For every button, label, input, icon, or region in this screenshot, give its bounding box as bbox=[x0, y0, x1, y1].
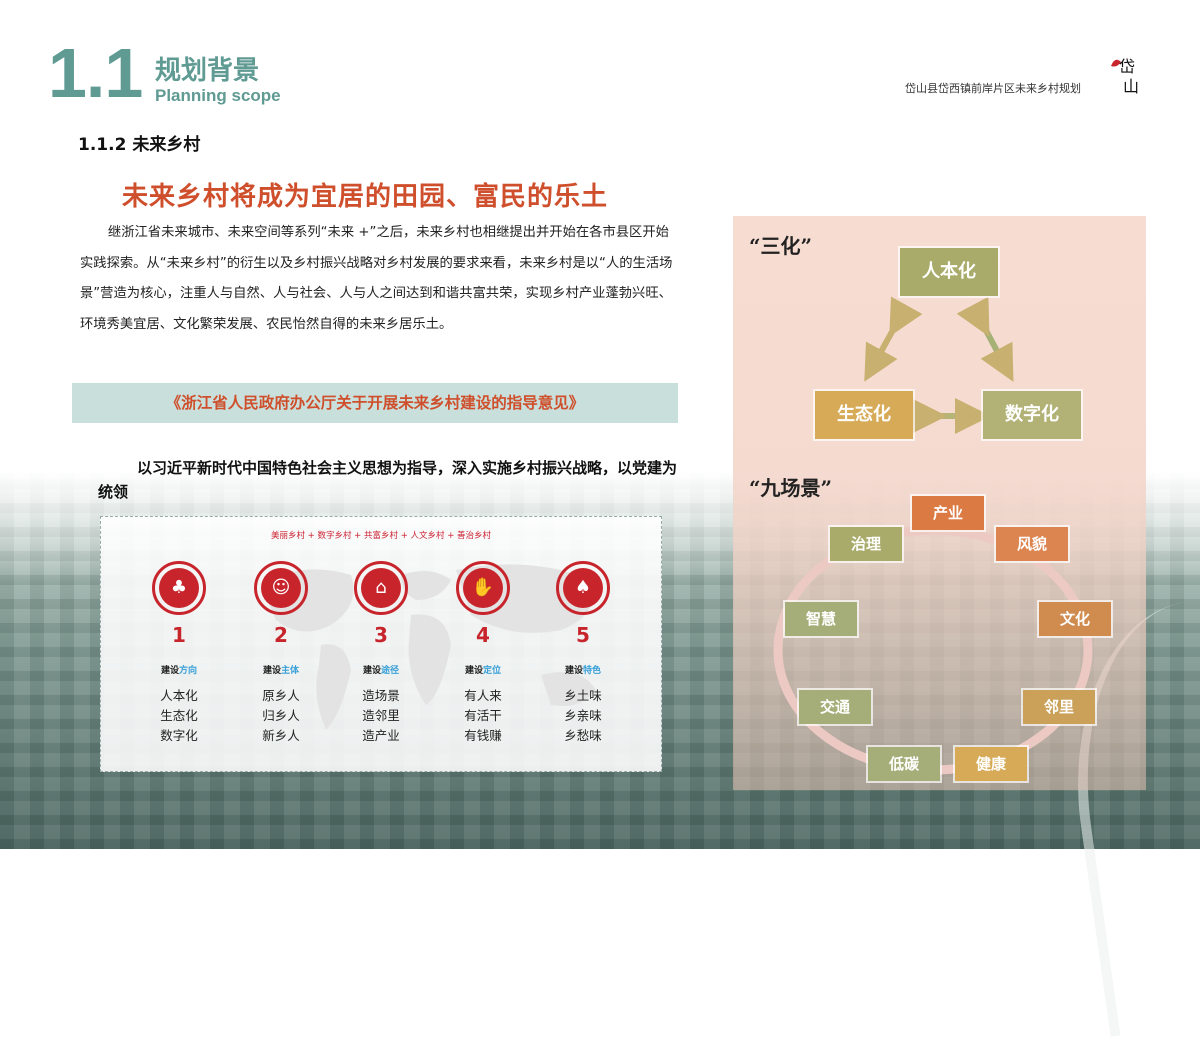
item-list: 原乡人 归乡人 新乡人 bbox=[262, 688, 300, 743]
section-subtitle: Planning scope bbox=[155, 86, 281, 105]
home-icon: ⌂ bbox=[354, 561, 408, 615]
section-number: 1.1 bbox=[48, 34, 143, 112]
item-list: 造场景 造邻里 造产业 bbox=[362, 688, 400, 743]
document-banner: 《浙江省人民政府办公厅关于开展未来乡村建设的指导意见》 bbox=[72, 383, 678, 423]
infographic-item-4: ✋ 4 建设定位 有人来 有活干 有钱赚 bbox=[433, 561, 533, 746]
svg-text:岱: 岱 bbox=[1119, 57, 1135, 76]
infographic-item-1: ♣ 1 建设方向 人本化 生态化 数字化 bbox=[129, 561, 229, 746]
scene-neighborhood: 邻里 bbox=[1023, 690, 1095, 724]
scene-industry: 产业 bbox=[912, 496, 984, 530]
box-people-oriented: 人本化 bbox=[900, 248, 998, 296]
scene-health: 健康 bbox=[955, 747, 1027, 781]
daishan-logo: 岱 山 bbox=[1111, 57, 1139, 96]
item-number: 2 bbox=[274, 623, 288, 647]
subsection-heading: 1.1.2 未来乡村 bbox=[78, 135, 201, 155]
scene-smart: 智慧 bbox=[785, 602, 857, 636]
guide-text: 以习近平新时代中国特色社会主义思想为指导，深入实施乡村振兴战略，以党建为统领 bbox=[98, 459, 678, 501]
item-build-label: 建设途径 bbox=[362, 666, 400, 676]
section-title: 规划背景 bbox=[155, 56, 260, 86]
item-number: 1 bbox=[172, 623, 186, 647]
item-number: 4 bbox=[476, 623, 490, 647]
construction-infographic: 美丽乡村 + 数字乡村 + 共富乡村 + 人文乡村 + 善治乡村 ♣ 1 建设方… bbox=[100, 516, 662, 772]
project-title: 岱山县岱西镇前岸片区未来乡村规划 bbox=[905, 82, 1081, 95]
community-icon: ♣ bbox=[152, 561, 206, 615]
scene-governance: 治理 bbox=[830, 527, 902, 561]
nine-label: “九场景” bbox=[749, 476, 833, 500]
five-villages-tagline: 美丽乡村 + 数字乡村 + 共富乡村 + 人文乡村 + 善治乡村 bbox=[270, 531, 492, 541]
scene-landscape: 风貌 bbox=[996, 527, 1068, 561]
scene-low-carbon: 低碳 bbox=[868, 747, 940, 781]
item-build-label: 建设方向 bbox=[160, 666, 198, 676]
item-build-label: 建设定位 bbox=[464, 666, 502, 676]
body-paragraph: 继浙江省未来城市、未来空间等系列“未来 +”之后，未来乡村也相继提出并开始在各市… bbox=[80, 225, 673, 332]
three-nine-panel: “三化” 人本化 生态化 数字化 “九场景” 产业 风貌 文化 邻里 健康 低碳… bbox=[733, 216, 1146, 790]
item-list: 有人来 有活干 有钱赚 bbox=[464, 688, 502, 743]
svg-text:山: 山 bbox=[1123, 77, 1139, 96]
item-list: 人本化 生态化 数字化 bbox=[160, 688, 198, 743]
infographic-item-3: ⌂ 3 建设途径 造场景 造邻里 造产业 bbox=[331, 561, 431, 746]
three-label: “三化” bbox=[749, 234, 813, 258]
item-number: 5 bbox=[576, 623, 590, 647]
scene-transport: 交通 bbox=[799, 690, 871, 724]
tree-icon: ♠ bbox=[556, 561, 610, 615]
item-build-label: 建设主体 bbox=[262, 666, 300, 676]
people-icon: ☺ bbox=[254, 561, 308, 615]
box-ecological: 生态化 bbox=[815, 391, 913, 439]
item-build-label: 建设特色 bbox=[564, 666, 602, 676]
item-number: 3 bbox=[374, 623, 388, 647]
infographic-item-5: ♠ 5 建设特色 乡土味 乡亲味 乡愁味 bbox=[533, 561, 633, 746]
item-list: 乡土味 乡亲味 乡愁味 bbox=[564, 688, 602, 743]
box-digital: 数字化 bbox=[983, 391, 1081, 439]
handshake-icon: ✋ bbox=[456, 561, 510, 615]
main-title: 未来乡村将成为宜居的田园、富民的乐土 bbox=[122, 182, 609, 212]
scene-culture: 文化 bbox=[1039, 602, 1111, 636]
infographic-item-2: ☺ 2 建设主体 原乡人 归乡人 新乡人 bbox=[231, 561, 331, 746]
